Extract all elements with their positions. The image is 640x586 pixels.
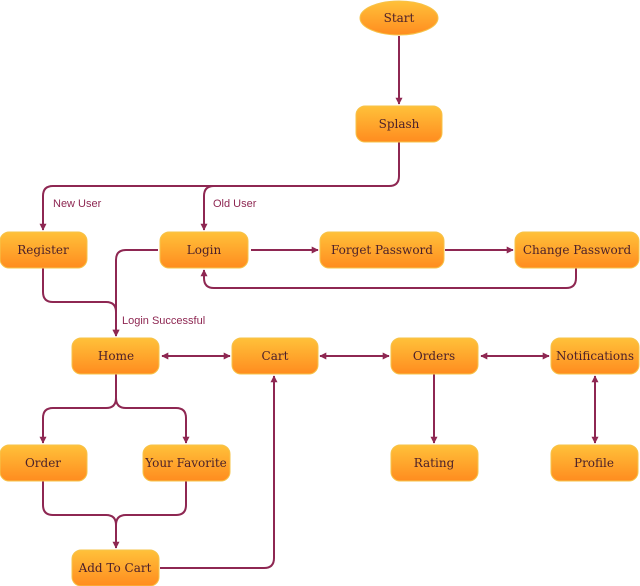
edge-label-new-user: New User [53,198,102,210]
node-label: Rating [414,456,455,470]
node-forget-password[interactable]: Forget Password [319,231,445,269]
edge-home-order [39,374,117,444]
node-label: Notifications [556,349,634,363]
edge-label-old-user: Old User [213,198,257,210]
node-label: Your Favorite [144,456,227,470]
edge-change-login [200,268,577,289]
node-label: Splash [379,117,420,131]
node-label: Register [17,243,69,257]
edge-splash-register [39,142,400,231]
node-order[interactable]: Order [0,444,88,482]
node-label: Start [384,11,415,25]
node-your-favorite[interactable]: Your Favorite [142,444,231,482]
node-notifications[interactable]: Notifications [550,337,640,375]
node-label: Login [187,243,222,257]
edge-label-login-successful: Login Successful [122,315,205,327]
node-start[interactable]: Start [359,0,439,36]
node-login[interactable]: Login [159,231,249,269]
node-label: Add To Cart [78,561,152,575]
edge-login-home [112,249,158,337]
node-cart[interactable]: Cart [231,337,319,375]
node-label: Profile [574,456,614,470]
node-label: Cart [262,349,289,363]
node-label: Home [98,349,134,363]
node-profile[interactable]: Profile [550,444,639,482]
node-label: Orders [413,349,455,363]
node-label: Change Password [523,243,632,257]
node-splash[interactable]: Splash [355,105,443,143]
node-add-to-cart[interactable]: Add To Cart [71,549,160,586]
node-change-password[interactable]: Change Password [514,231,640,269]
node-rating[interactable]: Rating [390,444,479,482]
edge-order-addtocart [42,481,120,549]
node-orders[interactable]: Orders [390,337,479,375]
edge-addtocart-cart [160,375,278,569]
edge-home-favorite [115,397,190,444]
node-label: Forget Password [331,243,433,257]
node-home[interactable]: Home [71,337,160,375]
node-register[interactable]: Register [0,231,88,269]
node-label: Order [25,456,61,470]
edge-favorite-addtocart [115,481,187,526]
edge-register-home [42,268,120,337]
edges [39,36,599,569]
edge-splash-login [200,185,215,231]
